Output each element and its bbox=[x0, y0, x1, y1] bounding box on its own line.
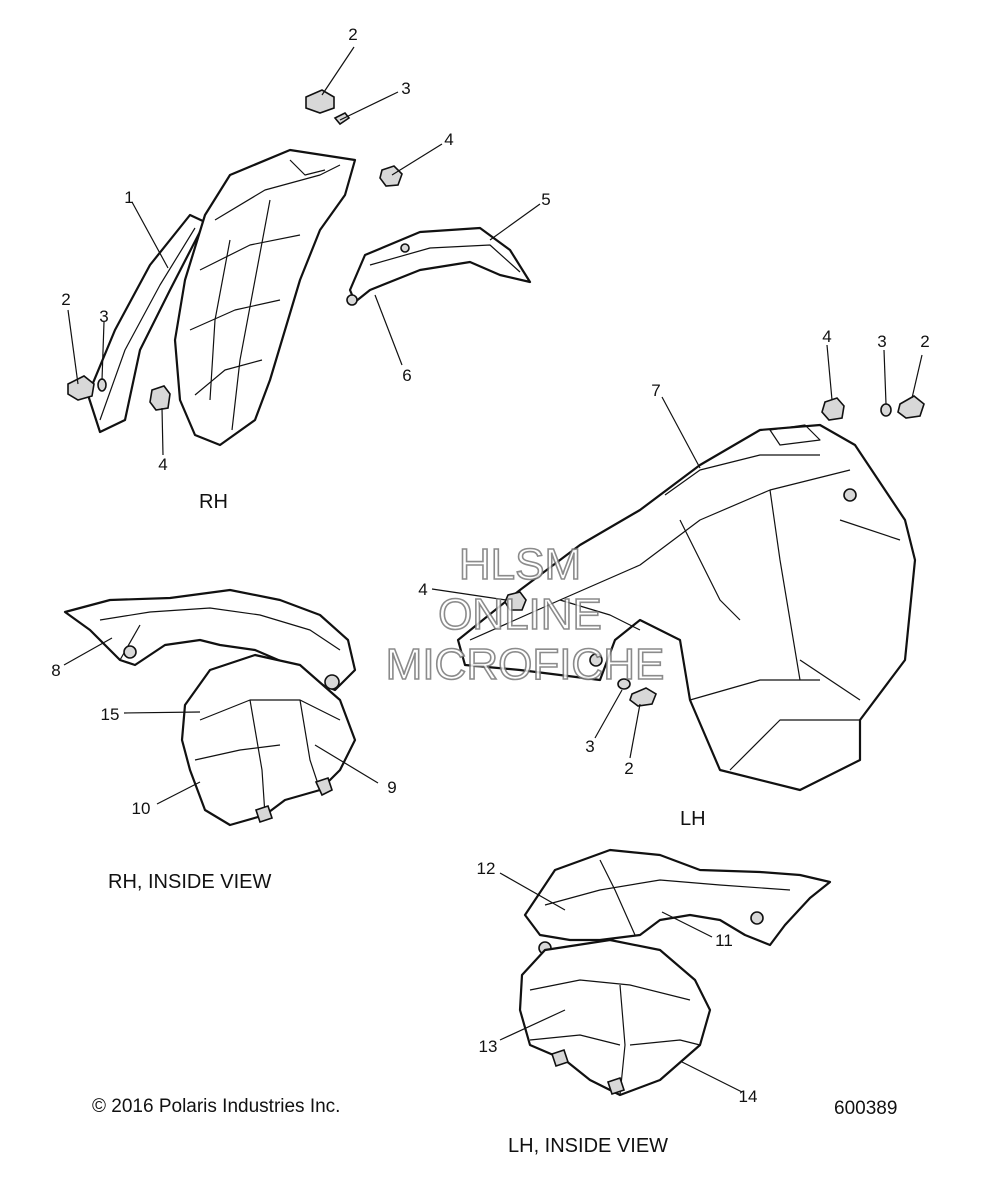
rh-push-rivet-top bbox=[305, 89, 335, 114]
callout-3: 3 bbox=[401, 79, 410, 98]
callout-13: 13 bbox=[479, 1037, 498, 1056]
callout-14: 14 bbox=[739, 1087, 758, 1106]
rh-fender-body bbox=[173, 148, 357, 447]
lh-push-rivet-bottom bbox=[629, 687, 657, 707]
callout-10: 10 bbox=[132, 799, 151, 818]
callout-5: 5 bbox=[541, 190, 550, 209]
callout-15: 15 bbox=[101, 705, 120, 724]
lh-washer-bottom bbox=[617, 678, 631, 690]
lh-nut-mid bbox=[504, 591, 527, 611]
callout-numbers: 2 3 4 1 5 2 3 6 4 4 3 2 7 4 3 2 8 15 10 … bbox=[51, 25, 929, 1106]
callout-2: 2 bbox=[61, 290, 70, 309]
callout-6: 6 bbox=[402, 366, 411, 385]
view-label-lh-inside: LH, INSIDE VIEW bbox=[508, 1135, 669, 1157]
watermark-line-1: HLSM bbox=[458, 539, 582, 590]
lh-nut-top bbox=[821, 397, 845, 421]
callout-3: 3 bbox=[585, 737, 594, 756]
callout-11: 11 bbox=[715, 931, 733, 950]
lh-push-rivet-top bbox=[897, 395, 925, 419]
callout-2: 2 bbox=[624, 759, 633, 778]
callout-4: 4 bbox=[822, 327, 831, 346]
copyright-notice: © 2016 Polaris Industries Inc. bbox=[92, 1096, 341, 1117]
view-label-rh-inside: RH, INSIDE VIEW bbox=[108, 871, 272, 893]
rh-nut-left bbox=[149, 385, 171, 411]
callout-8: 8 bbox=[51, 661, 60, 680]
watermark-line-2: ONLINE bbox=[437, 589, 602, 640]
callout-4: 4 bbox=[444, 130, 453, 149]
rh-washer-left bbox=[97, 378, 107, 392]
callout-9: 9 bbox=[387, 778, 396, 797]
callout-3: 3 bbox=[877, 332, 886, 351]
callout-4: 4 bbox=[418, 580, 427, 599]
view-label-rh: RH bbox=[199, 491, 228, 513]
rh-side-trim bbox=[348, 226, 532, 304]
lh-washer-top bbox=[880, 403, 892, 417]
lh-inside-view bbox=[518, 848, 832, 1097]
rh-outer-panel bbox=[86, 213, 207, 434]
drawing-number: 600389 bbox=[834, 1098, 898, 1119]
callout-3: 3 bbox=[99, 307, 108, 326]
callout-2: 2 bbox=[348, 25, 357, 44]
callout-4: 4 bbox=[158, 455, 167, 474]
rh-nut-top bbox=[379, 165, 403, 187]
view-label-lh: LH bbox=[680, 808, 706, 830]
rh-inside-view bbox=[63, 588, 357, 827]
rh-push-rivet-left bbox=[67, 375, 95, 401]
callout-1: 1 bbox=[124, 188, 133, 207]
lh-fender-assembly bbox=[456, 395, 925, 792]
callout-7: 7 bbox=[651, 381, 660, 400]
leader-lines bbox=[63, 46, 923, 1093]
callout-2: 2 bbox=[920, 332, 929, 351]
callout-12: 12 bbox=[477, 859, 496, 878]
watermark-line-3: MICROFICHE bbox=[385, 639, 665, 690]
lh-inside-liner bbox=[518, 938, 712, 1097]
rh-fender-assembly bbox=[67, 89, 532, 447]
